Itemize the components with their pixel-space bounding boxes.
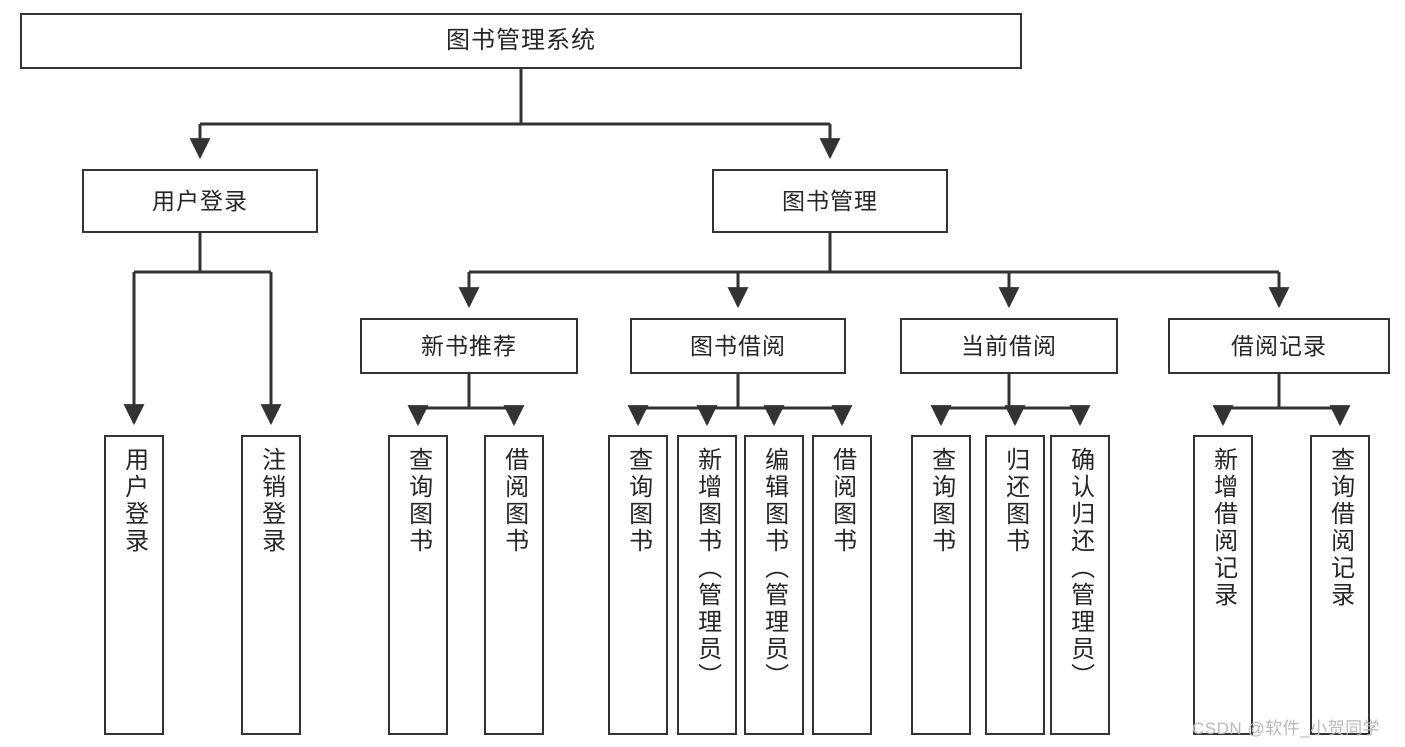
node-leaf-borrow-book-2[interactable]: 借阅图书	[812, 435, 872, 735]
node-leaf-borrow-book-1[interactable]: 借阅图书	[484, 435, 544, 735]
node-book-borrow-label: 图书借阅	[690, 332, 786, 359]
node-leaf-query-borrow-record[interactable]: 查询借阅记录	[1310, 435, 1370, 735]
node-leaf-add-borrow-record[interactable]: 新增借阅记录	[1193, 435, 1253, 735]
node-leaf-edit-book-admin-label: 编辑图书（管理员）	[760, 447, 788, 690]
node-leaf-user-login[interactable]: 用户登录	[104, 435, 164, 735]
node-new-book-recommend[interactable]: 新书推荐	[360, 318, 578, 374]
node-leaf-query-book-2-label: 查询图书	[624, 447, 652, 555]
node-current-borrow[interactable]: 当前借阅	[900, 318, 1118, 374]
node-book-borrow[interactable]: 图书借阅	[630, 318, 846, 374]
node-root[interactable]: 图书管理系统	[20, 13, 1022, 69]
node-leaf-logout-login[interactable]: 注销登录	[241, 435, 301, 735]
node-new-book-recommend-label: 新书推荐	[421, 332, 517, 359]
node-book-manage-label: 图书管理	[782, 187, 878, 214]
node-leaf-logout-login-label: 注销登录	[257, 447, 285, 555]
node-user-login[interactable]: 用户登录	[82, 169, 318, 233]
node-leaf-confirm-return-admin[interactable]: 确认归还（管理员）	[1050, 435, 1110, 735]
node-book-manage[interactable]: 图书管理	[712, 169, 948, 233]
node-user-login-label: 用户登录	[152, 187, 248, 214]
node-leaf-edit-book-admin[interactable]: 编辑图书（管理员）	[744, 435, 804, 735]
node-leaf-confirm-return-admin-label: 确认归还（管理员）	[1066, 447, 1094, 690]
node-leaf-query-book-1[interactable]: 查询图书	[388, 435, 448, 735]
node-leaf-return-book-label: 归还图书	[1001, 447, 1029, 555]
node-leaf-add-borrow-record-label: 新增借阅记录	[1209, 447, 1237, 609]
csdn-watermark: CSDN @软件_小贺同学	[1192, 719, 1381, 738]
node-leaf-add-book-admin-label: 新增图书（管理员）	[693, 447, 721, 690]
node-leaf-user-login-label: 用户登录	[120, 447, 148, 555]
node-leaf-query-book-3-label: 查询图书	[927, 447, 955, 555]
node-current-borrow-label: 当前借阅	[961, 332, 1057, 359]
node-leaf-query-book-1-label: 查询图书	[404, 447, 432, 555]
node-leaf-borrow-book-2-label: 借阅图书	[828, 447, 856, 555]
node-borrow-record-label: 借阅记录	[1231, 332, 1327, 359]
node-leaf-query-borrow-record-label: 查询借阅记录	[1326, 447, 1354, 609]
node-leaf-add-book-admin[interactable]: 新增图书（管理员）	[677, 435, 737, 735]
node-leaf-return-book[interactable]: 归还图书	[985, 435, 1045, 735]
node-root-label: 图书管理系统	[446, 27, 596, 55]
node-leaf-borrow-book-1-label: 借阅图书	[500, 447, 528, 555]
node-borrow-record[interactable]: 借阅记录	[1168, 318, 1390, 374]
node-leaf-query-book-2[interactable]: 查询图书	[608, 435, 668, 735]
node-leaf-query-book-3[interactable]: 查询图书	[911, 435, 971, 735]
